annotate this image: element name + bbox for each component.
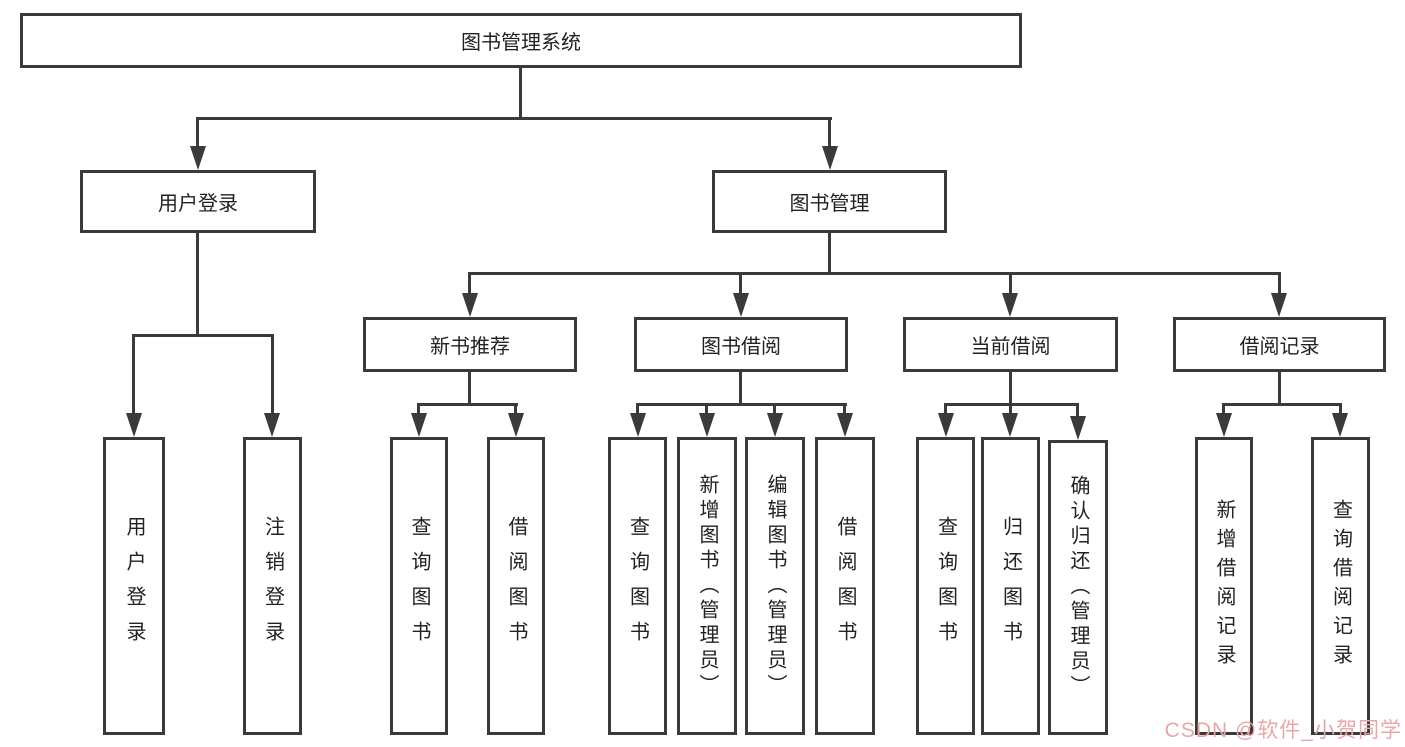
arrow-down-icon xyxy=(1070,416,1086,440)
connector-records-stem xyxy=(1278,372,1281,405)
leaf-add-borrow-record: 新增借阅记录 xyxy=(1195,437,1253,735)
connector-drop xyxy=(1222,403,1225,415)
arrow-down-icon xyxy=(462,293,478,317)
connector-drop xyxy=(739,272,742,296)
leaf-confirm-return-admin: 确认归还（管理员） xyxy=(1048,440,1108,735)
connector-drop xyxy=(468,272,471,296)
arrow-down-icon xyxy=(126,413,142,437)
connector-recommend-stem xyxy=(468,372,471,405)
arrow-down-icon xyxy=(1332,413,1348,437)
arrow-down-icon xyxy=(733,293,749,317)
leaf-edit-books-admin: 编辑图书（管理员） xyxy=(745,437,805,735)
node-book-borrow: 图书借阅 xyxy=(634,317,848,372)
leaf-return-books: 归还图书 xyxy=(981,437,1040,735)
leaf-borrow-books-borrow: 借阅图书 xyxy=(815,437,875,735)
connector-drop xyxy=(417,403,420,415)
arrow-down-icon xyxy=(411,413,427,437)
connector-level2-rail xyxy=(196,117,832,120)
connector-borrow-rail xyxy=(636,403,847,406)
connector-drop xyxy=(636,403,639,415)
leaf-logout: 注销登录 xyxy=(243,437,302,735)
watermark: CSDN @软件_小贺同学 xyxy=(1164,719,1402,742)
connector-drop xyxy=(773,403,776,415)
connector-drop xyxy=(843,403,846,415)
arrow-down-icon xyxy=(508,413,524,437)
connector-login-stem xyxy=(196,233,199,336)
leaf-add-books-admin: 新增图书（管理员） xyxy=(677,437,737,735)
connector-current-stem xyxy=(1009,372,1012,405)
node-new-book-recommend: 新书推荐 xyxy=(363,317,577,372)
node-current-borrow: 当前借阅 xyxy=(903,317,1118,372)
connector-drop xyxy=(1009,403,1012,415)
connector-drop xyxy=(705,403,708,415)
leaf-borrow-books-recommend: 借阅图书 xyxy=(487,437,545,735)
leaf-query-borrow-record: 查询借阅记录 xyxy=(1311,437,1370,735)
node-user-login: 用户登录 xyxy=(80,170,316,233)
connector-recommend-rail xyxy=(417,403,518,406)
arrow-down-icon xyxy=(630,413,646,437)
connector-borrow-stem xyxy=(739,372,742,405)
connector-drop xyxy=(132,334,135,416)
leaf-query-books-current: 查询图书 xyxy=(916,437,975,735)
arrow-down-icon xyxy=(767,413,783,437)
connector-level3-rail xyxy=(468,272,1281,275)
connector-drop xyxy=(1076,403,1079,417)
connector-drop xyxy=(1009,272,1012,296)
leaf-user-login: 用户登录 xyxy=(103,437,165,735)
connector-manage-stem xyxy=(828,233,831,274)
connector-records-rail xyxy=(1222,403,1342,406)
arrow-down-icon xyxy=(837,413,853,437)
node-borrow-records: 借阅记录 xyxy=(1173,317,1386,372)
connector-login-drop xyxy=(196,117,199,148)
connector-login-rail xyxy=(132,334,274,337)
arrow-down-icon xyxy=(822,146,838,170)
connector-drop xyxy=(1339,403,1342,415)
arrow-down-icon xyxy=(190,146,206,170)
connector-drop xyxy=(944,403,947,415)
connector-drop xyxy=(1278,272,1281,296)
arrow-down-icon xyxy=(264,413,280,437)
connector-drop xyxy=(514,403,517,415)
connector-manage-drop xyxy=(828,117,831,148)
leaf-query-books-recommend: 查询图书 xyxy=(390,437,448,735)
arrow-down-icon xyxy=(699,413,715,437)
arrow-down-icon xyxy=(1216,413,1232,437)
arrow-down-icon xyxy=(1002,293,1018,317)
leaf-query-books-borrow: 查询图书 xyxy=(608,437,667,735)
arrow-down-icon xyxy=(1002,413,1018,437)
arrow-down-icon xyxy=(938,413,954,437)
node-book-management-system: 图书管理系统 xyxy=(20,13,1022,68)
connector-root-stem xyxy=(519,68,522,119)
arrow-down-icon xyxy=(1271,293,1287,317)
connector-drop xyxy=(271,334,274,416)
node-book-management: 图书管理 xyxy=(712,170,947,233)
